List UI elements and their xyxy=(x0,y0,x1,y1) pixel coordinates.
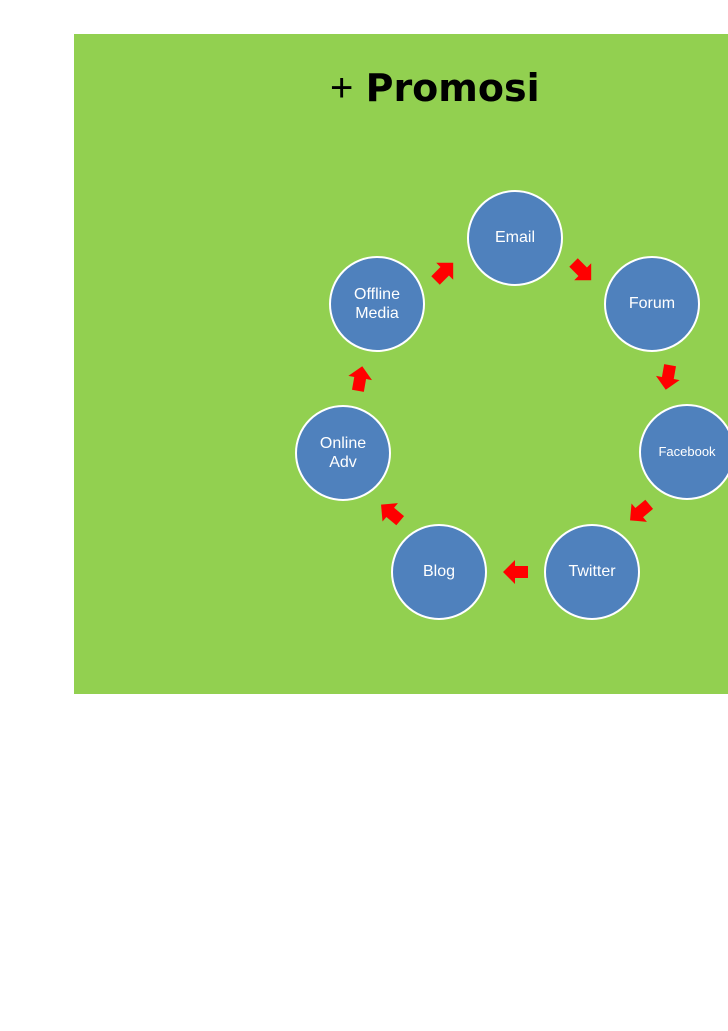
arrow-facebook-to-twitter xyxy=(630,499,654,522)
node-email: Email xyxy=(467,190,563,286)
node-online-adv: Online Adv xyxy=(295,405,391,501)
slide-title: + Promosi xyxy=(330,62,660,112)
arrow-twitter-to-blog xyxy=(503,560,528,584)
arrow-blog-to-online xyxy=(381,503,405,526)
node-facebook-label: Facebook xyxy=(658,444,716,460)
node-offline-media: Offline Media xyxy=(329,256,425,352)
node-online-adv-label: Online Adv xyxy=(319,434,367,471)
arrow-offline-to-email xyxy=(431,262,454,285)
node-facebook: Facebook xyxy=(639,404,728,500)
arrow-online-to-offline xyxy=(348,366,372,392)
node-email-label: Email xyxy=(494,229,535,247)
node-twitter: Twitter xyxy=(544,524,640,620)
node-forum: Forum xyxy=(604,256,700,352)
node-blog: Blog xyxy=(391,524,487,620)
node-twitter-label: Twitter xyxy=(568,563,616,581)
title-prefix: + xyxy=(330,66,354,110)
title-text: Promosi xyxy=(365,66,540,110)
arrow-email-to-forum xyxy=(569,258,592,281)
arrow-forum-to-facebook xyxy=(656,364,680,390)
node-forum-label: Forum xyxy=(628,295,676,313)
node-blog-label: Blog xyxy=(422,563,456,581)
node-offline-media-label: Offline Media xyxy=(354,285,400,322)
